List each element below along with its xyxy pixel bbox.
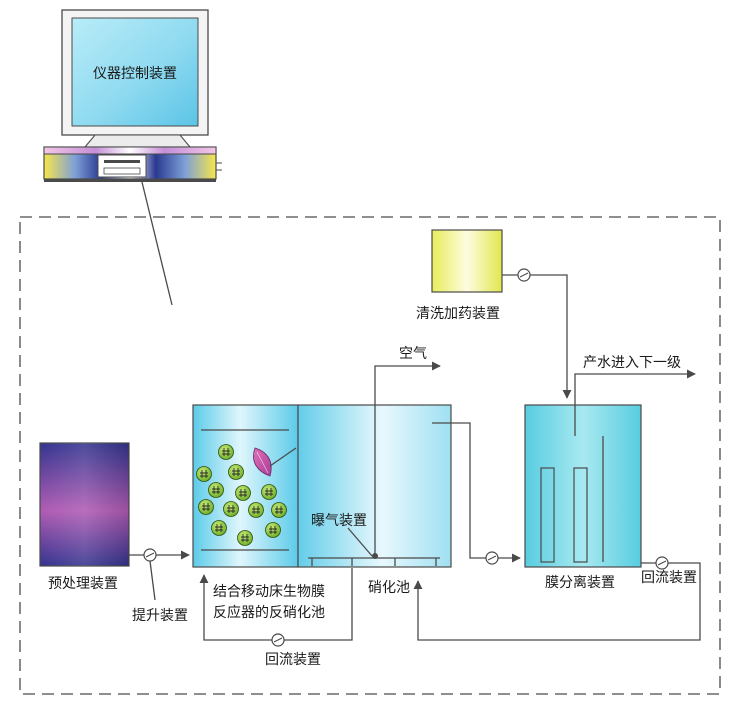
nitrification-label: 硝化池 <box>368 580 410 596</box>
aeration-label: 曝气装置 <box>311 513 367 529</box>
return-pump-right-icon <box>655 556 669 570</box>
return-bottom-label: 回流装置 <box>265 652 321 668</box>
product-water-label: 产水进入下一级 <box>583 355 681 371</box>
lift-pointer <box>149 560 156 601</box>
return-pipe-right <box>413 562 701 641</box>
pretreatment-shade <box>40 443 129 566</box>
control-cable <box>141 181 173 306</box>
lift-label: 提升装置 <box>132 608 188 624</box>
dosing-pump-icon <box>517 268 531 282</box>
return-pipe-bottom <box>199 568 353 641</box>
pretreatment-label: 预处理装置 <box>48 576 118 592</box>
air-label: 空气 <box>399 346 427 362</box>
dosing-pipe <box>502 274 572 399</box>
mbbr-label-line2: 反应器的反硝化池 <box>213 604 325 621</box>
system-boundary <box>19 216 721 695</box>
return-right-label: 回流装置 <box>641 570 697 586</box>
carrier-media <box>196 444 287 546</box>
product-water-pipe <box>574 369 696 436</box>
membrane-modules <box>540 436 604 563</box>
mbbr-label-line1: 结合移动床生物膜 <box>213 584 325 600</box>
air-pipe <box>374 361 441 556</box>
biofilm-icon <box>253 447 297 477</box>
lift-pump-icon <box>143 548 157 562</box>
membrane-tank <box>524 404 642 568</box>
cleaning-label: 清洗加药装置 <box>416 306 500 322</box>
computer-icon <box>43 9 222 182</box>
controller-label: 仪器控制装置 <box>93 66 177 82</box>
cleaning-dosing-tank <box>431 229 503 293</box>
return-pump-bottom-icon <box>271 633 285 647</box>
transfer-pump-icon <box>485 551 499 565</box>
membrane-label: 膜分离装置 <box>545 574 615 591</box>
